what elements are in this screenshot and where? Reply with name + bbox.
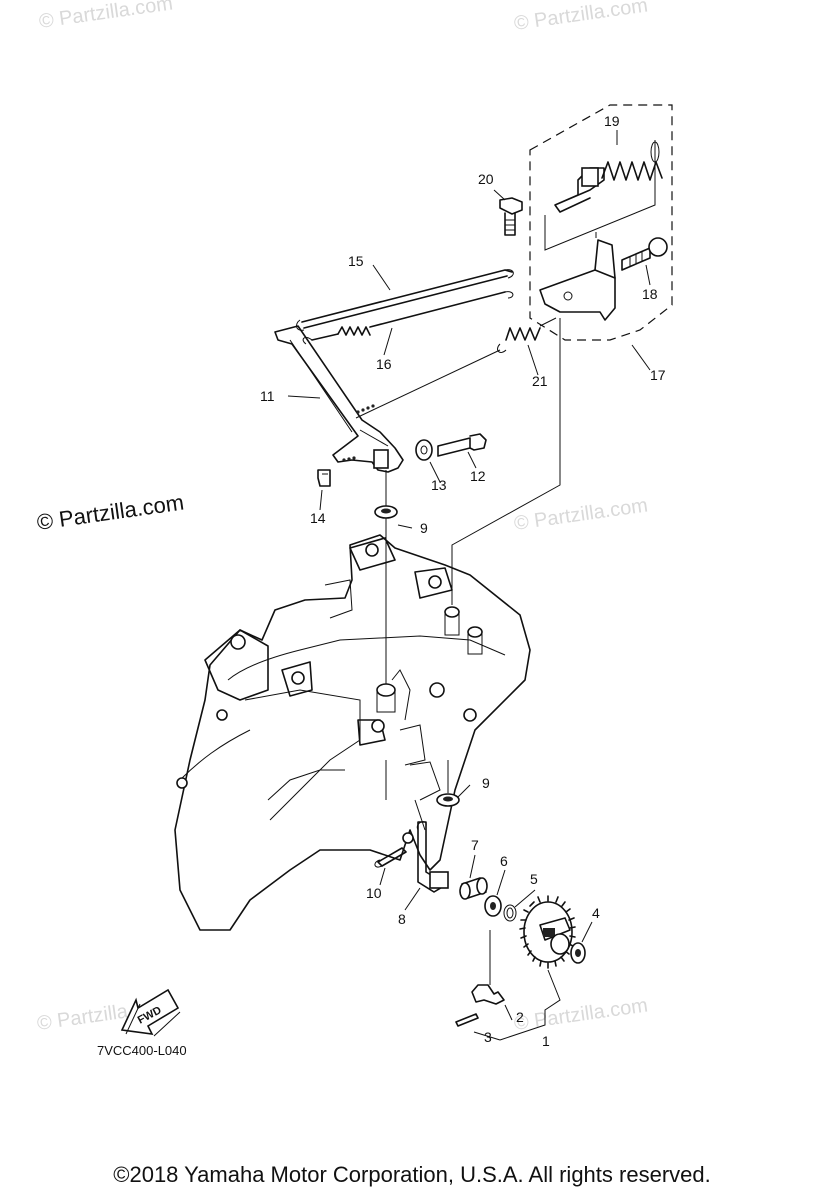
bolt-12	[437, 433, 487, 457]
callout-8: 8	[398, 911, 406, 927]
assembly-lines	[385, 318, 561, 800]
diagram-code: 7VCC400-L040	[97, 1043, 187, 1058]
callout-4: 4	[592, 905, 600, 921]
washer-9-bottom	[436, 760, 460, 807]
callout-9-top: 9	[420, 520, 428, 536]
callout-14: 14	[310, 510, 326, 526]
housing	[174, 534, 531, 931]
washer-9-top	[374, 505, 398, 519]
watermark-top-right: © Partzilla.com	[513, 0, 650, 35]
washer-13	[415, 439, 433, 461]
watermark-top-left: © Partzilla.com	[38, 0, 175, 33]
callout-1: 1	[542, 1033, 550, 1049]
callout-9-bottom: 9	[482, 775, 490, 791]
callout-17: 17	[650, 367, 666, 383]
callout-2: 2	[516, 1009, 524, 1025]
bushing-7	[459, 877, 488, 900]
callout-20: 20	[478, 171, 494, 187]
callout-3: 3	[484, 1029, 492, 1045]
callout-labels: 1 2 3 4 5 6 7 8 9 9 10 11 12 13 14 15 16…	[260, 113, 666, 1049]
callout-16: 16	[376, 356, 392, 372]
lever-11	[274, 325, 404, 473]
shaft-8	[416, 821, 449, 893]
pin-10	[374, 847, 407, 868]
leader-lines	[287, 130, 651, 1041]
washer-6	[484, 895, 502, 917]
callout-12: 12	[470, 468, 486, 484]
callout-19: 19	[604, 113, 620, 129]
bracket-plate	[554, 167, 605, 213]
spring-19	[601, 141, 663, 181]
bracket-17	[539, 232, 616, 321]
callout-13: 13	[431, 477, 447, 493]
callout-18: 18	[642, 286, 658, 302]
spring-rod-16	[302, 291, 514, 345]
callout-6: 6	[500, 853, 508, 869]
gear-1	[519, 895, 576, 969]
callout-10: 10	[366, 885, 382, 901]
callout-21: 21	[532, 373, 548, 389]
clip-14	[317, 469, 331, 487]
plate-2	[471, 930, 505, 1005]
callout-7: 7	[471, 837, 479, 853]
callout-11: 11	[260, 388, 275, 404]
watermark-left: © Partzilla.com	[35, 490, 185, 535]
washer-4	[570, 942, 586, 964]
bolt-18	[621, 237, 668, 271]
pin-3	[455, 1013, 479, 1027]
bracket-assembly-outline	[529, 104, 673, 341]
copyright-notice: ©2018 Yamaha Motor Corporation, U.S.A. A…	[113, 1162, 711, 1187]
spring-21	[355, 317, 557, 419]
callout-5: 5	[530, 871, 538, 887]
callout-15: 15	[348, 253, 364, 269]
bolt-20	[493, 189, 523, 236]
rod-15	[296, 269, 514, 331]
ring-5	[503, 904, 517, 922]
fwd-arrow-icon: FWD	[120, 988, 181, 1037]
